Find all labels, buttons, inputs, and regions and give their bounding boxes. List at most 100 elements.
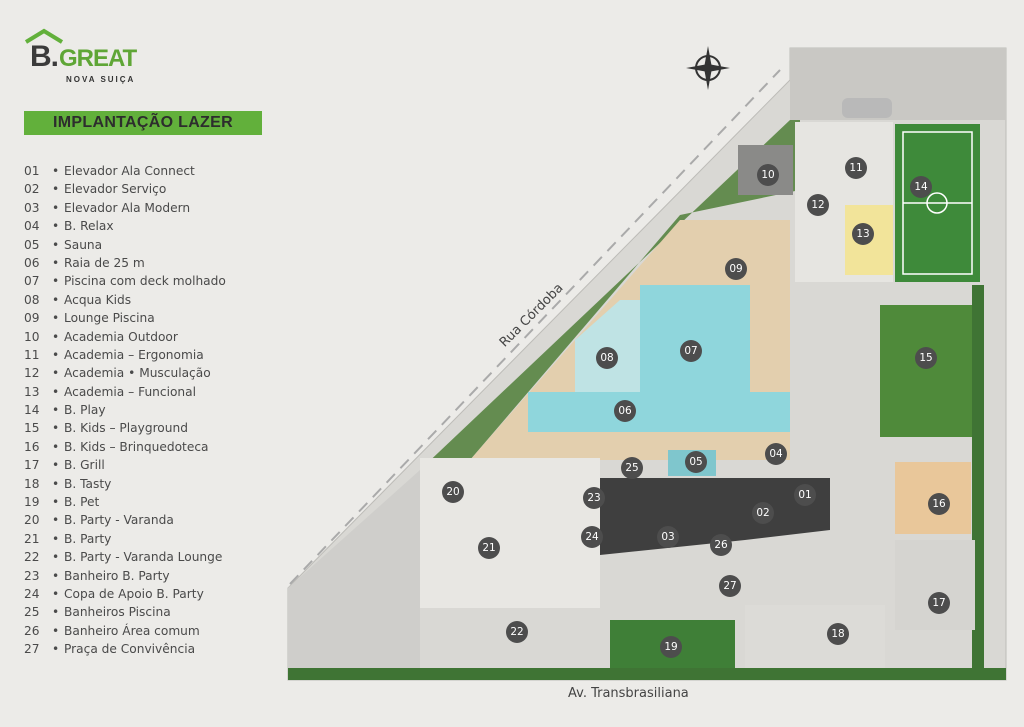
legend-label: Academia Outdoor: [64, 329, 178, 344]
legend-number: 25: [24, 605, 40, 620]
area-marker-04: 04: [765, 443, 787, 465]
bullet: •: [52, 255, 60, 270]
bullet: •: [52, 237, 60, 252]
legend-label: Banheiros Piscina: [64, 605, 171, 620]
area-marker-07: 07: [680, 340, 702, 362]
legend-item: 11•Academia – Ergonomia: [24, 346, 226, 364]
bullet: •: [52, 421, 60, 436]
legend-item: 25 • Banheiros Piscina: [24, 603, 226, 621]
legend-label: Academia – Funcional: [64, 384, 197, 399]
legend-item: 03•Elevador Ala Modern: [24, 199, 226, 217]
legend-item: 09•Lounge Piscina: [24, 309, 226, 327]
legend-item: 10 • Academia Outdoor: [24, 328, 226, 346]
bullet: •: [52, 476, 60, 491]
bullet: •: [52, 458, 60, 473]
bullet: •: [52, 219, 60, 234]
legend-label: B. Kids – Brinquedoteca: [64, 439, 209, 454]
bullet: •: [52, 403, 60, 418]
bullet: •: [52, 568, 60, 583]
bullet: •: [52, 182, 60, 197]
garden-strip: [420, 120, 800, 470]
pool-kids-08: [575, 300, 640, 392]
legend-number: 03: [24, 200, 40, 215]
area-marker-03: 03: [657, 526, 679, 548]
bullet: •: [52, 329, 60, 344]
area-marker-26: 26: [710, 534, 732, 556]
legend-number: 12: [24, 366, 40, 381]
brand-logo: B. GREAT NOVA SUIÇA: [22, 28, 172, 88]
legend-number: 18: [24, 476, 40, 491]
bullet: •: [52, 586, 60, 601]
legend-number: 17: [24, 458, 40, 473]
area-marker-13: 13: [852, 223, 874, 245]
area-marker-20: 20: [442, 481, 464, 503]
legend-number: 15: [24, 421, 40, 436]
legend-item: 21•B. Party: [24, 530, 226, 548]
legend-number: 10: [24, 329, 40, 344]
legend-item: 20•B. Party - Varanda: [24, 511, 226, 529]
legend-item: 15•B. Kids – Playground: [24, 419, 226, 437]
grill: [895, 540, 975, 630]
legend-number: 21: [24, 531, 40, 546]
legend-number: 06: [24, 255, 40, 270]
area-marker-08: 08: [596, 347, 618, 369]
bullet: •: [52, 366, 60, 381]
area-marker-18: 18: [827, 623, 849, 645]
legend-label: Elevador Ala Connect: [64, 164, 195, 178]
pool-lane-06: [528, 392, 790, 432]
bullet: •: [52, 605, 60, 620]
legend-label: Elevador Serviço: [64, 182, 167, 197]
legend-number: 02: [24, 182, 40, 197]
legend-label: B. Relax: [64, 219, 114, 234]
playground: [880, 305, 972, 437]
legend-label: Copa de Apoio B. Party: [64, 586, 204, 601]
area-marker-14: 14: [910, 176, 932, 198]
legend-label: Raia de 25 m: [64, 255, 145, 270]
legend-label: B. Pet: [64, 495, 100, 510]
area-marker-11: 11: [845, 157, 867, 179]
legend-label: B. Tasty: [64, 476, 112, 491]
legend-label: B. Play: [64, 403, 106, 418]
legend-number: 09: [24, 311, 40, 326]
street-line: [289, 69, 781, 585]
legend-label: B. Party: [64, 531, 112, 546]
bottom-garden: [288, 668, 1006, 680]
legend-number: 24: [24, 586, 40, 601]
legend-number: 08: [24, 292, 40, 307]
legend-number: 20: [24, 513, 40, 528]
area-marker-05: 05: [685, 451, 707, 473]
legend-item: 01•Elevador Ala Connect: [24, 162, 226, 180]
logo-great: GREAT: [59, 45, 137, 72]
legend-item: 23•Banheiro B. Party: [24, 567, 226, 585]
legend-number: 22: [24, 550, 40, 565]
legend-item: 16•B. Kids – Brinquedoteca: [24, 438, 226, 456]
area-marker-12: 12: [807, 194, 829, 216]
legend-number: 19: [24, 495, 40, 510]
legend-number: 04: [24, 219, 40, 234]
bullet: •: [52, 274, 60, 289]
pool-07: [640, 285, 750, 392]
bullet: •: [52, 384, 60, 399]
area-marker-02: 02: [752, 502, 774, 524]
legend-number: 01: [24, 164, 40, 178]
area-marker-06: 06: [614, 400, 636, 422]
area-marker-22: 22: [506, 621, 528, 643]
area-marker-09: 09: [725, 258, 747, 280]
legend-label: Banheiro B. Party: [64, 568, 170, 583]
legend-label: Sauna: [64, 237, 103, 252]
legend-label: Praça de Convivência: [64, 642, 196, 657]
parking-top: [790, 48, 1006, 120]
legend-item: 13•Academia – Funcional: [24, 383, 226, 401]
legend-number: 07: [24, 274, 40, 289]
legend-number: 11: [24, 347, 40, 362]
legend-label: Elevador Ala Modern: [64, 200, 191, 215]
party-hall: [420, 458, 600, 608]
legend-item: 04 • B. Relax: [24, 217, 226, 235]
area-marker-24: 24: [581, 526, 603, 548]
legend-item: 02 • Elevador Serviço: [24, 180, 226, 198]
bullet: •: [52, 513, 60, 528]
legend-item: 06 • Raia de 25 m: [24, 254, 226, 272]
area-marker-17: 17: [928, 592, 950, 614]
bullet: •: [52, 550, 60, 565]
legend-item: 05•Sauna: [24, 236, 226, 254]
